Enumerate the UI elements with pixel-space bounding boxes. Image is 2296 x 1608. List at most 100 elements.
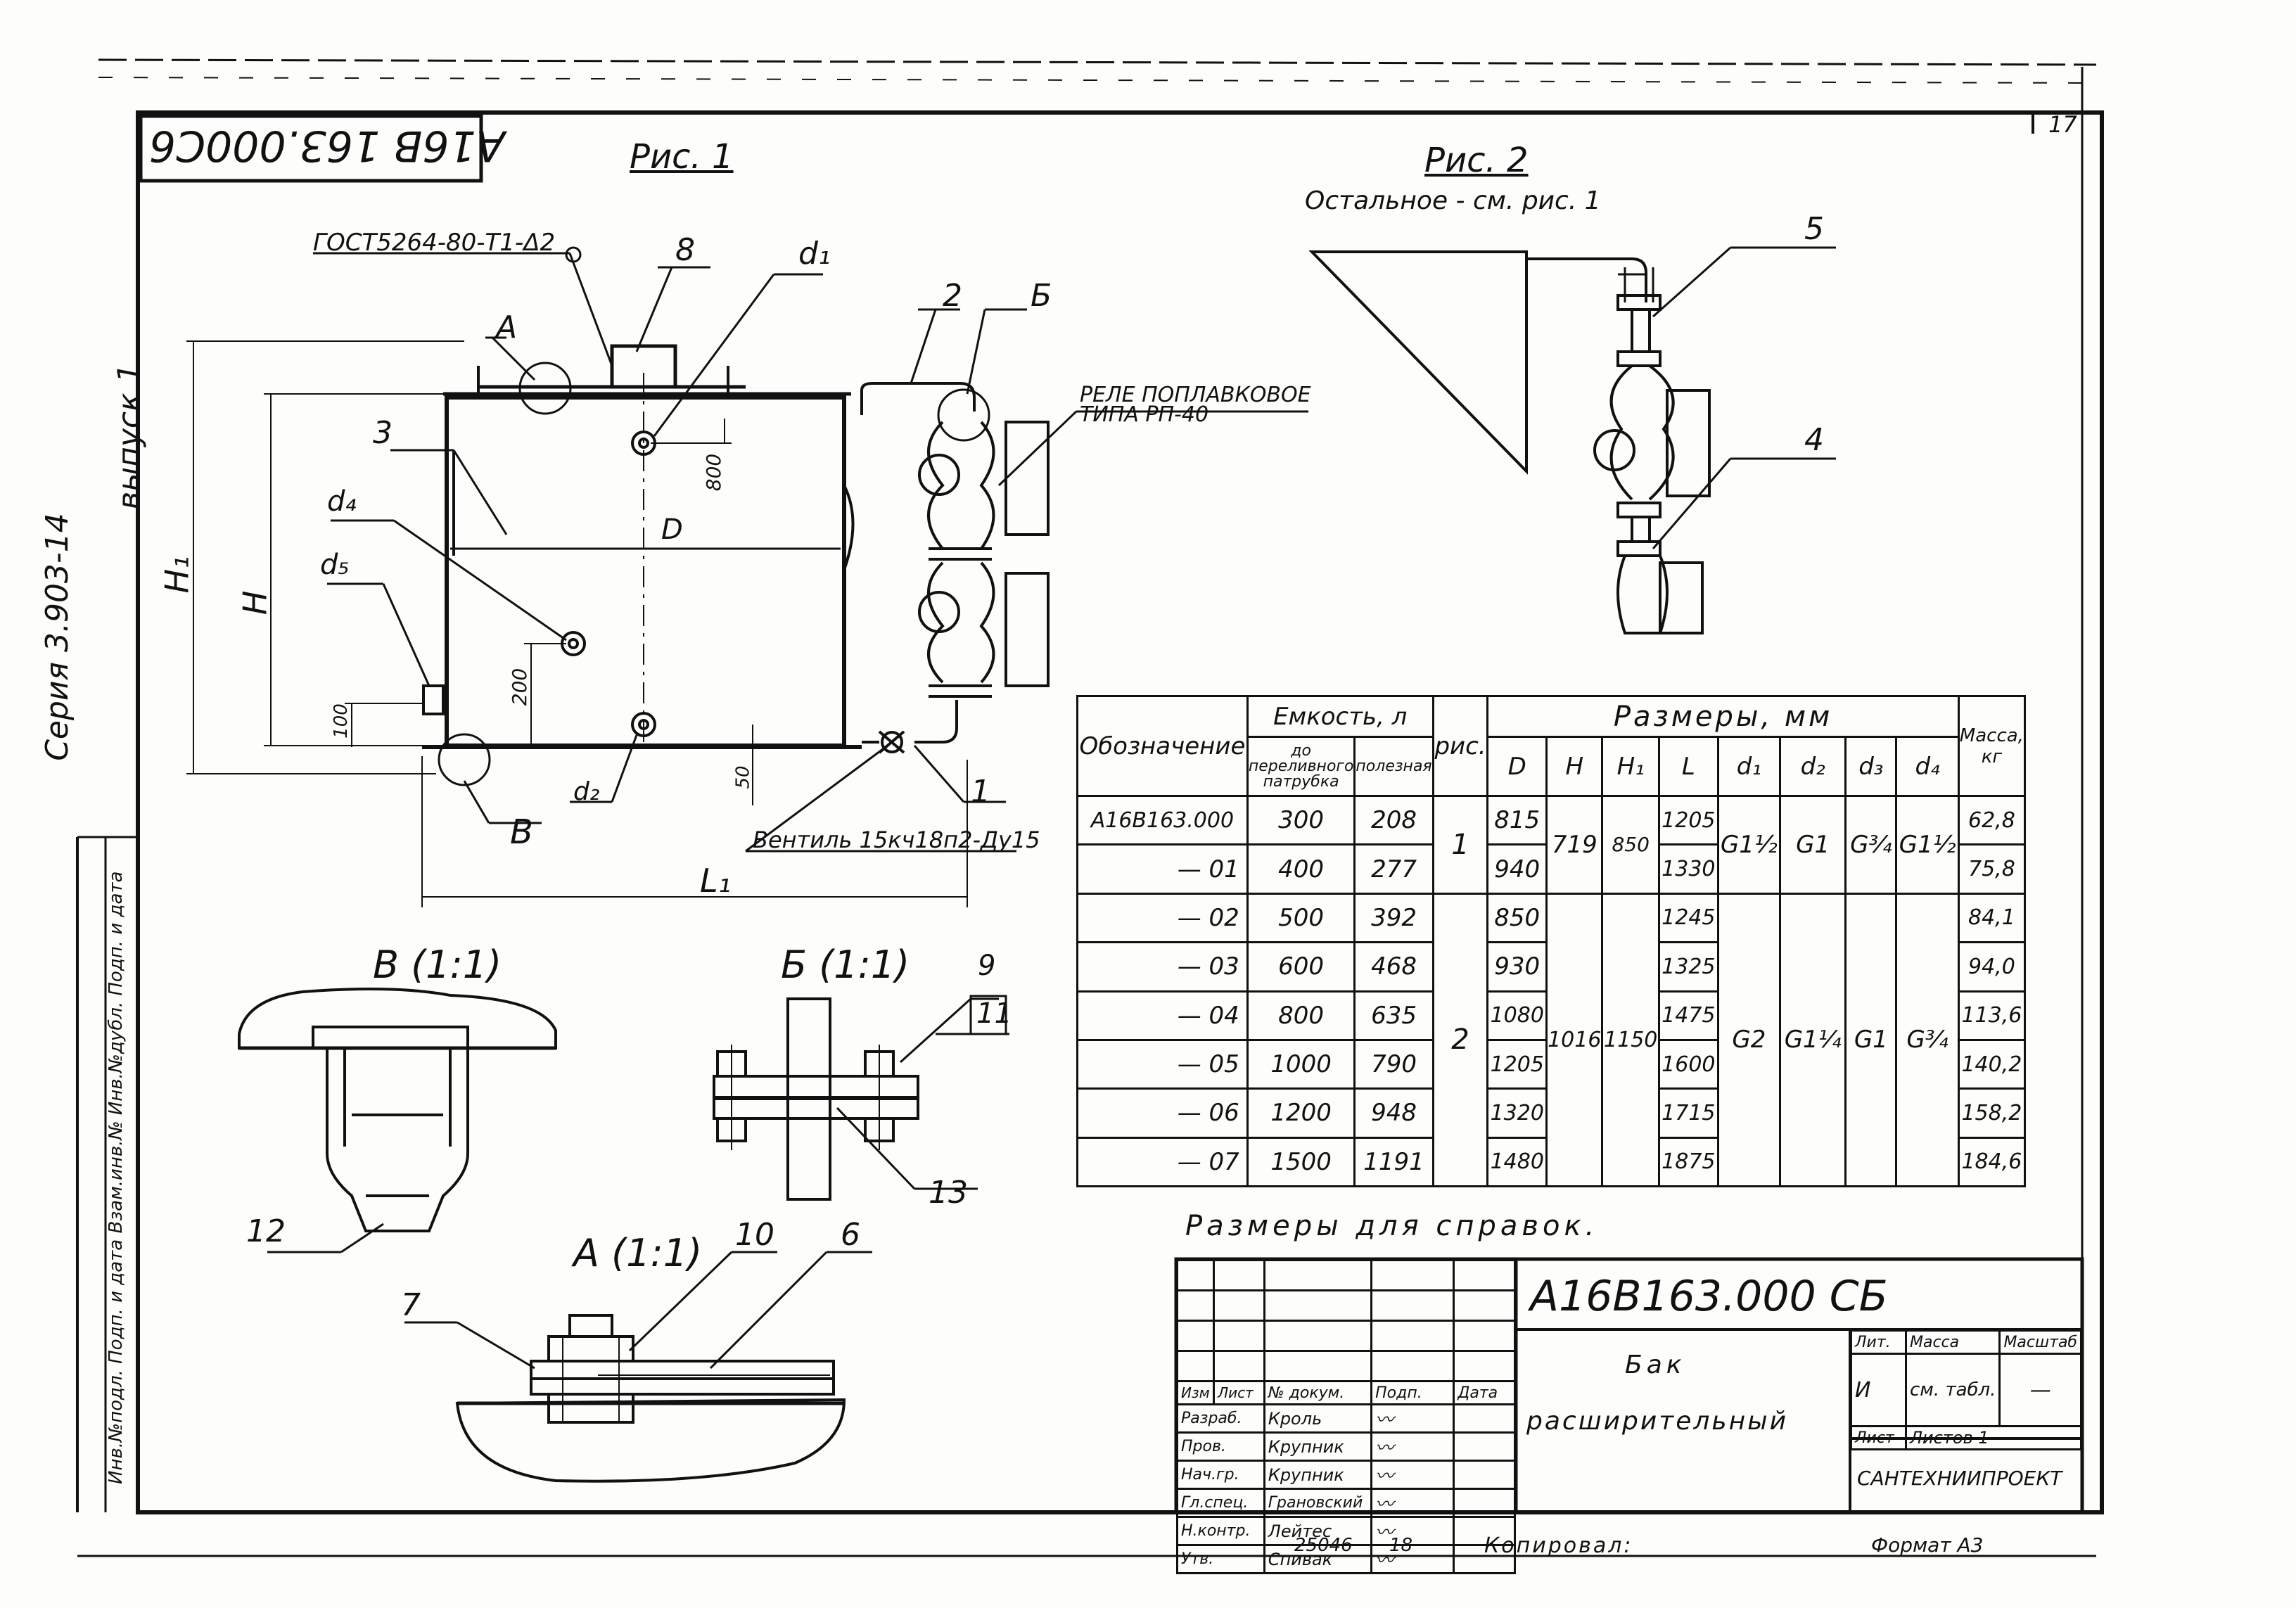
cell-cap-useful: 277: [1353, 843, 1434, 895]
cell-cap-overflow: 500: [1246, 892, 1356, 944]
tb-person: Крупник: [1263, 1431, 1373, 1462]
detail-A-callout-7: 7: [401, 1287, 421, 1323]
fig1-callout-B-cyr: Б: [1031, 278, 1052, 314]
table-row: — 03 600 468 930 1325 94,0: [1076, 941, 2027, 993]
detail-V-title: В (1:1): [373, 943, 502, 987]
fig1-callout-d1: d₁: [798, 236, 831, 272]
cell-L: 1330: [1657, 843, 1719, 895]
cell-mass: 84,1: [1957, 892, 2027, 944]
table-row: — 04 800 635 1080 1475 113,6: [1076, 990, 2027, 1041]
cell-cap-overflow: 1200: [1246, 1087, 1356, 1139]
cell-D: 940: [1486, 843, 1548, 895]
cell-fig-group2: 2: [1431, 892, 1489, 1188]
side-series: Серия 3.903-14: [39, 513, 75, 761]
cell-mass: 158,2: [1957, 1087, 2027, 1139]
cell-cap-overflow: 300: [1246, 794, 1356, 846]
cell-D: 1205: [1486, 1038, 1548, 1090]
signature: 〰: [1370, 1488, 1455, 1518]
table-row: А16В163.000 300 208 1 815 719 850 1205 G…: [1076, 794, 2027, 895]
fig2-title: Рис. 2: [1424, 141, 1529, 180]
cell-designation: — 07: [1076, 1136, 1249, 1188]
tb-role: Разраб.: [1176, 1403, 1265, 1434]
detail-A-callout-10: 10: [735, 1217, 774, 1253]
th-designation: Обозначение: [1076, 695, 1249, 797]
tb-mass-label: Масса: [1904, 1329, 2001, 1355]
cell-L: 1600: [1657, 1038, 1719, 1090]
dimensions-table: Обозначение Емкость, л рис. Размеры, мм …: [1076, 695, 2027, 1188]
tb-role-row: Разраб.Кроль〰: [1176, 1403, 1516, 1434]
cell-d4-group1: G1½: [1895, 795, 1960, 895]
fig1-callout-B: B: [510, 812, 533, 852]
tb-role: Пров.: [1176, 1431, 1265, 1462]
fig1-callout-1: 1: [971, 774, 990, 810]
tb-col-date: Дата: [1453, 1380, 1516, 1405]
tb-mass-value: см. табл.: [1904, 1353, 2001, 1427]
th-L: L: [1657, 736, 1719, 797]
cell-cap-useful: 392: [1353, 892, 1434, 944]
detail-B-callout-9: 9: [978, 950, 996, 982]
th-mass: Масса, кг: [1957, 695, 2027, 797]
cell-cap-overflow: 800: [1246, 990, 1356, 1041]
cell-designation: — 04: [1076, 990, 1249, 1041]
table-row: — 01 400 277 940 1330 75,8: [1076, 843, 2027, 895]
detail-A-title: А (1:1): [573, 1231, 703, 1275]
tb-col-izm: Изм: [1175, 1380, 1216, 1405]
fig1-title: Рис. 1: [630, 137, 734, 177]
cell-d1-group2: G2: [1716, 892, 1782, 1188]
tb-col-doc: № докум.: [1263, 1380, 1373, 1405]
signature: 〰: [1370, 1403, 1455, 1434]
fig1-callout-d2: d₂: [573, 777, 600, 806]
th-d3: d₃: [1844, 736, 1898, 797]
th-fig: рис.: [1431, 695, 1489, 797]
signature: 〰: [1370, 1544, 1455, 1574]
cell-D: 1320: [1486, 1087, 1548, 1139]
fig1-relay: РЕЛЕ ПОПЛАВКОВОЕ ТИПА РП-40: [1080, 383, 1311, 427]
tb-person: Крупник: [1263, 1460, 1373, 1490]
cell-D: 850: [1486, 892, 1548, 944]
cell-cap-useful: 790: [1353, 1038, 1434, 1090]
cell-H-group2: 1016: [1545, 892, 1604, 1188]
cell-cap-useful: 635: [1353, 990, 1434, 1041]
dim-D: D: [661, 513, 683, 546]
tb-person: Лейтес: [1263, 1516, 1373, 1546]
fig1-gost: ГОСТ5264-80-Т1-Δ2: [313, 229, 556, 257]
tb-role: Гл.спец.: [1176, 1488, 1265, 1518]
tb-col-sign: Подп.: [1370, 1380, 1455, 1405]
fig1-valve: Вентиль 15кч18п2-Ду15: [753, 827, 1040, 853]
footer-sub: 18: [1389, 1535, 1413, 1556]
cell-designation: — 02: [1076, 892, 1249, 944]
dim-800: 800: [702, 453, 726, 492]
cell-cap-overflow: 1500: [1246, 1136, 1356, 1188]
cell-D: 930: [1486, 941, 1548, 993]
dim-100: 100: [330, 703, 352, 739]
cell-L: 1325: [1657, 941, 1719, 993]
fig1-callout-d4: d₄: [327, 485, 357, 518]
tb-role-row: Пров.Крупник〰: [1176, 1431, 1516, 1462]
cell-L: 1205: [1657, 794, 1719, 846]
dim-200: 200: [508, 668, 532, 706]
cell-L: 1875: [1657, 1136, 1719, 1188]
cell-cap-overflow: 600: [1246, 941, 1356, 993]
cell-mass: 62,8: [1957, 794, 2027, 846]
tb-role-row: Утв.Спивак〰: [1176, 1544, 1516, 1574]
cell-D: 1080: [1486, 990, 1548, 1041]
cell-mass: 184,6: [1957, 1136, 2027, 1188]
table-row: — 05 1000 790 1205 1600 140,2: [1076, 1038, 2027, 1090]
tb-name-line2: расширительный: [1526, 1407, 1788, 1436]
fig1-callout-d5: d₅: [320, 549, 350, 581]
th-cap-useful: полезная: [1353, 736, 1434, 797]
cell-D: 815: [1486, 794, 1548, 846]
tb-lit-label: Лит.: [1850, 1329, 1907, 1355]
tb-code: А16В163.000 СБ: [1530, 1272, 1888, 1321]
cell-L: 1715: [1657, 1087, 1719, 1139]
cell-fig-group1: 1: [1431, 795, 1489, 895]
cell-d4-group2: G¾: [1895, 892, 1960, 1188]
detail-B-title: Б (1:1): [781, 943, 910, 987]
tb-scale-value: —: [1998, 1353, 2082, 1427]
tb-sheets: Листов 1: [1905, 1425, 2082, 1450]
th-d2: d₂: [1779, 736, 1847, 797]
tb-person: Грановский: [1263, 1488, 1373, 1518]
th-sizes: Размеры, мм: [1486, 695, 1960, 738]
table-row: — 07 1500 1191 1480 1875 184,6: [1076, 1136, 2027, 1188]
footer-copied: Копировал:: [1484, 1533, 1633, 1558]
